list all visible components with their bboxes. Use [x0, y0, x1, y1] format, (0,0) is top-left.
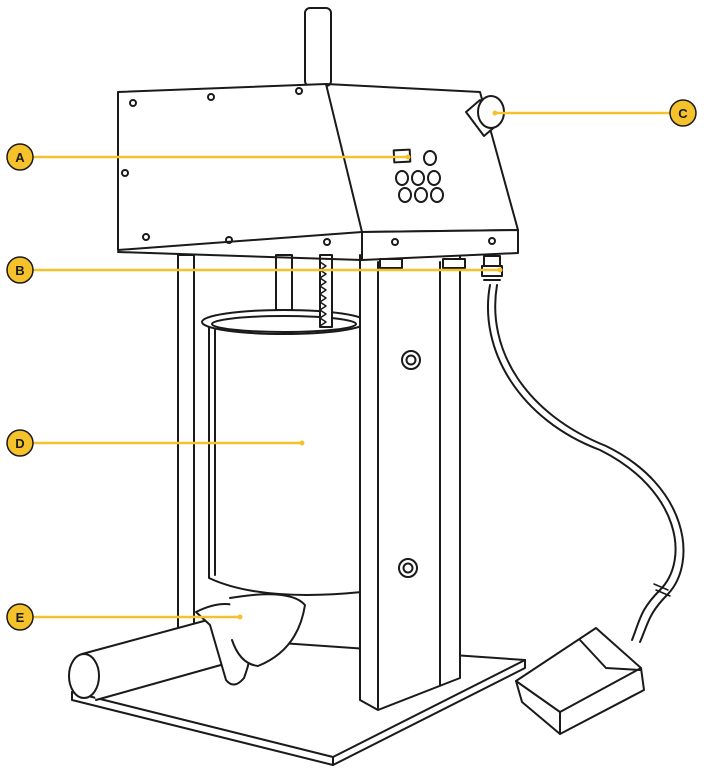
gear-rack: [319, 254, 333, 328]
canister: [201, 309, 367, 596]
foot-pedal-cable: [487, 284, 685, 643]
callout-label-d: D: [15, 436, 24, 451]
callout-leaders: [28, 111, 682, 619]
callout-label-b: B: [15, 263, 24, 278]
plunger-rod: [304, 7, 332, 87]
callout-badge-b: B: [6, 256, 34, 284]
stop-button: [465, 95, 505, 137]
housing-feet: [379, 258, 466, 269]
callout-badge-a: A: [6, 143, 34, 171]
callout-badge-c: C: [669, 99, 697, 127]
spout-tube: [68, 593, 306, 701]
callout-label-a: A: [15, 150, 25, 165]
callout-label-e: E: [16, 610, 25, 625]
foot-pedal: [515, 627, 645, 735]
callout-badge-e: E: [6, 603, 34, 631]
motor-housing: [117, 83, 519, 261]
front-column: [359, 254, 461, 711]
leader-end-dots: [237, 110, 503, 620]
callout-badge-d: D: [6, 429, 34, 457]
callout-label-c: C: [678, 106, 688, 121]
